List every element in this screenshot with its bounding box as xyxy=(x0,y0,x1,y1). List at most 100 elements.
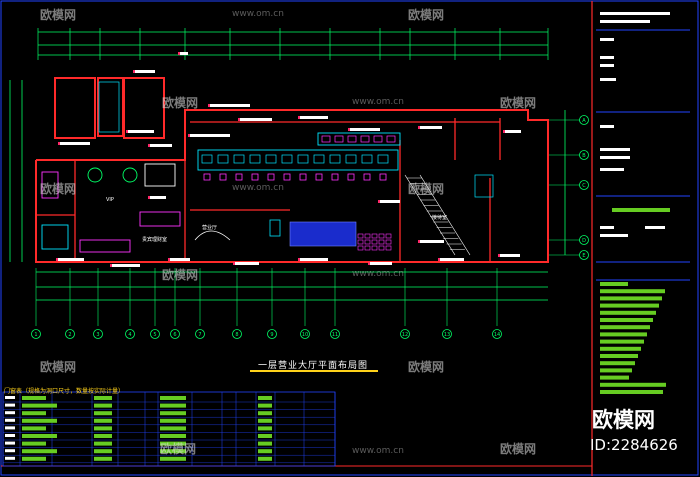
waiting-chair xyxy=(378,239,385,245)
annotation-plate xyxy=(500,254,520,257)
waiting-chair xyxy=(357,245,364,251)
schedule-cell xyxy=(258,418,272,423)
top-dimension-lines xyxy=(38,31,548,56)
schedule-cell-code xyxy=(5,403,15,407)
waiting-chair xyxy=(364,233,371,239)
title-field-text xyxy=(600,234,628,237)
waiting-chair xyxy=(385,233,392,239)
watermark-logo: 欧模网 xyxy=(160,442,197,456)
axis-bubble xyxy=(492,329,502,339)
teller-workstation xyxy=(377,154,389,164)
axis-bubble xyxy=(579,235,589,245)
annotation-marker xyxy=(148,144,150,147)
schedule-cell-code xyxy=(5,434,15,437)
title-green-row xyxy=(600,325,650,330)
title-green-row xyxy=(600,296,662,301)
teller-chair xyxy=(363,173,371,181)
title-field-text xyxy=(600,38,614,41)
title-field-text xyxy=(600,156,630,159)
title-green-row xyxy=(600,318,653,322)
vip-furniture xyxy=(41,163,181,253)
annotation-marker xyxy=(368,262,370,265)
schedule-note: 门窗表（规格为洞口尺寸，数量按实际计量） xyxy=(4,388,125,395)
teller-chair xyxy=(347,173,355,181)
annotation-plate xyxy=(440,258,464,261)
schedule-cell xyxy=(94,411,112,416)
waiting-chair xyxy=(378,233,385,239)
axis-bubble xyxy=(442,329,452,339)
schedule-cell xyxy=(94,426,112,431)
schedule-cell xyxy=(22,449,57,454)
teller-chair xyxy=(331,173,339,181)
teller-chair xyxy=(267,173,275,181)
title-field-text xyxy=(600,226,614,229)
title-field-text xyxy=(600,12,670,15)
schedule-cell-code xyxy=(5,456,15,460)
watermark-logo: 欧模网 xyxy=(408,8,445,22)
title-green-row xyxy=(600,368,632,373)
title-field-text xyxy=(600,125,614,128)
annotation-marker xyxy=(233,262,235,265)
schedule-cell-code xyxy=(5,418,15,422)
annotation-marker xyxy=(238,118,240,121)
schedule-cell xyxy=(160,403,186,408)
room-label-hall: 营业厅 xyxy=(202,225,218,231)
drawing-title: 一层营业大厅平面布局图 xyxy=(258,361,369,371)
schedule-cell xyxy=(160,426,186,431)
axis-bubble xyxy=(300,329,310,339)
annotation-plate xyxy=(235,262,259,265)
waiting-chair xyxy=(371,245,378,251)
schedule-cell xyxy=(160,441,186,446)
schedule-cell xyxy=(94,456,112,461)
teller-chair xyxy=(315,173,323,181)
schedule-cell xyxy=(22,441,46,446)
annotation-plate xyxy=(350,128,380,131)
annotation-marker xyxy=(58,142,60,145)
annotation-plate xyxy=(190,134,230,137)
schedule-cell xyxy=(160,456,186,461)
annotation-plate xyxy=(505,130,521,133)
watermark-logo: 欧模网 xyxy=(162,96,199,110)
room-label-reception: 接待室 xyxy=(432,215,448,221)
axis-bubble xyxy=(330,329,340,339)
annotation-marker xyxy=(148,196,150,199)
annotation-marker xyxy=(188,134,190,137)
annotation-plate xyxy=(370,262,392,265)
schedule-cell xyxy=(258,396,272,400)
brand-logo-large: 欧模网 xyxy=(592,408,655,432)
axis-label: 2 xyxy=(68,332,71,338)
annotation-marker xyxy=(348,128,350,131)
waiting-chair xyxy=(364,239,371,245)
watermark-logo: 欧模网 xyxy=(500,442,537,456)
annotation-plate xyxy=(128,130,154,133)
schedule-cell xyxy=(94,403,112,408)
watermark-logo: 欧模网 xyxy=(408,360,445,374)
annotation-plate xyxy=(300,116,328,119)
axis-bubble xyxy=(170,329,180,339)
waiting-chair xyxy=(357,239,364,245)
axis-label: C xyxy=(582,183,586,189)
axis-label: 5 xyxy=(153,332,156,338)
axis-label: 9 xyxy=(270,332,273,338)
teller-workstation xyxy=(201,154,213,164)
title-block-fields xyxy=(600,12,670,394)
teller-workstation xyxy=(265,154,277,164)
title-green-row xyxy=(600,289,665,294)
teller-workstation xyxy=(297,154,309,164)
waiting-chair xyxy=(385,245,392,251)
annotation-marker xyxy=(208,104,210,107)
axis-label: 4 xyxy=(128,332,131,338)
back-office-chair xyxy=(334,135,344,143)
annotation-plate xyxy=(420,126,442,129)
axis-label: 6 xyxy=(173,332,176,338)
title-field-text xyxy=(600,148,630,151)
annotation-marker xyxy=(168,258,170,261)
axis-label: 12 xyxy=(402,332,408,338)
back-office-chair xyxy=(321,135,331,143)
schedule-cell xyxy=(94,396,112,400)
schedule-cell xyxy=(258,434,272,438)
